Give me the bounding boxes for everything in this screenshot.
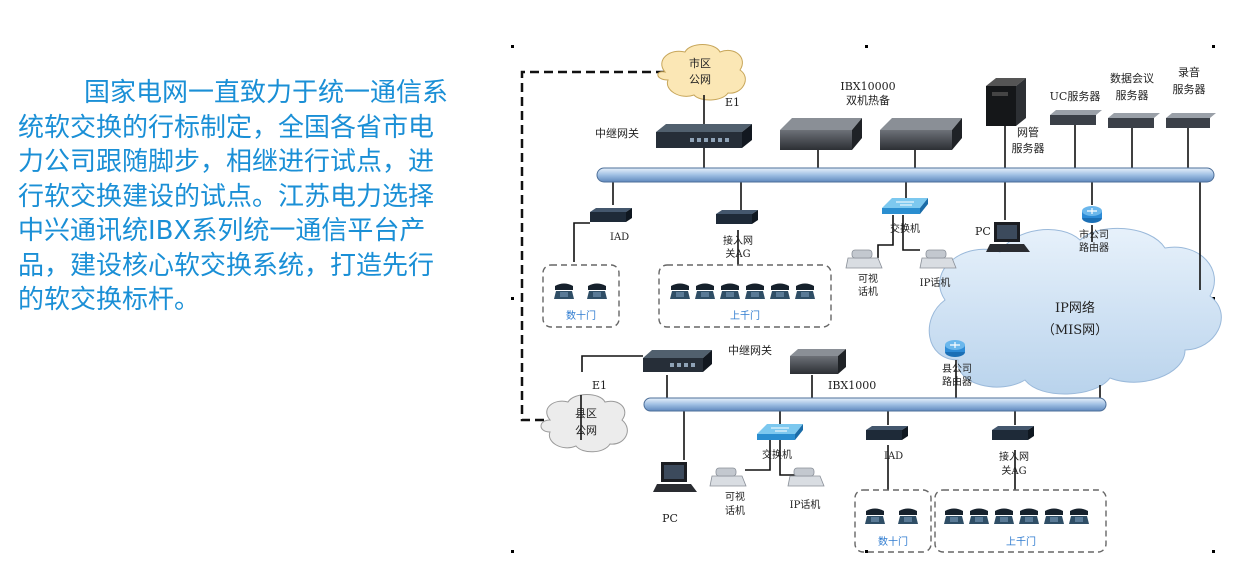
conf-server-label-1: 数据会议 (1110, 71, 1154, 85)
nm-server: 网管 服务器 (986, 78, 1045, 155)
ibx10000-label: IBX10000 (840, 80, 895, 93)
access-gateway-top: 接入网 关AG (716, 210, 758, 260)
pc-top: PC (975, 222, 1030, 252)
video-phone-top: 可视 话机 (845, 249, 883, 298)
ibx1000-label: IBX1000 (828, 379, 876, 392)
phone-group-tens-top: 数十门 (542, 264, 620, 328)
pc-top-label: PC (975, 225, 991, 238)
ip-network-label: IP网络 (1055, 300, 1095, 316)
group-thousand-top-label: 上千门 (730, 309, 760, 322)
ag-bottom-label-1: 接入网 (999, 450, 1029, 463)
phone-group-thousand-top: 上千门 (658, 264, 832, 328)
uc-server-label: UC服务器 (1050, 90, 1101, 103)
mis-network-label: （MIS网） (1042, 323, 1108, 338)
county-net-label-2: 公网 (575, 424, 597, 437)
pc-bottom-label: PC (662, 512, 678, 525)
video-phone-top-label-1: 可视 (858, 272, 878, 285)
iad-bottom-label: IAD (884, 451, 903, 462)
conf-server-label-2: 服务器 (1116, 89, 1149, 102)
ip-phone-bottom: IP话机 (787, 467, 825, 511)
iad-top-label: IAD (610, 232, 629, 243)
uc-server: UC服务器 (1050, 90, 1102, 125)
rec-server-label-2: 服务器 (1173, 83, 1206, 96)
switch-bottom-label: 交换机 (762, 448, 792, 461)
ibx10000-hotstandby-label: 双机热备 (846, 93, 890, 107)
nm-server-label-1: 网管 (1017, 125, 1039, 139)
ag-bottom-label-2: 关AG (1001, 464, 1026, 477)
group-tens-bottom-label: 数十门 (878, 535, 908, 548)
ag-top-label-1: 接入网 (723, 234, 753, 247)
county-company-router: 县公司 路由器 (942, 339, 972, 388)
conference-server: 数据会议 服务器 (1108, 71, 1160, 128)
county-public-net-cloud: 县区 公网 (540, 394, 628, 453)
ip-network-cloud: IP网络 （MIS网） (928, 227, 1222, 395)
city-net-label-2: 公网 (689, 73, 711, 86)
access-gateway-bottom: 接入网 关AG (992, 426, 1034, 477)
ibx1000-server: IBX1000 (790, 349, 876, 392)
video-phone-bottom-label-1: 可视 (725, 490, 745, 503)
video-phone-bottom-label-2: 话机 (725, 504, 745, 517)
e1-top-label: E1 (725, 96, 740, 109)
ip-phone-bottom-label: IP话机 (790, 498, 821, 511)
county-router-label-1: 县公司 (942, 363, 972, 375)
city-router-label-2: 路由器 (1079, 241, 1109, 254)
nm-server-label-2: 服务器 (1012, 142, 1045, 155)
city-net-label-1: 市区 (689, 56, 711, 70)
iad-bottom: IAD (866, 426, 908, 462)
ip-phone-top: IP话机 (919, 249, 957, 289)
ag-top-label-2: 关AG (725, 247, 750, 260)
city-public-net-cloud: 市区 公网 (657, 44, 746, 101)
group-thousand-bottom-label: 上千门 (1006, 535, 1036, 548)
top-trunk-gateway: E1 中继网关 (595, 96, 752, 148)
ip-phone-top-label: IP话机 (920, 276, 951, 289)
trunk-gateway-bottom-label: 中继网关 (728, 343, 772, 357)
iad-top: IAD (590, 208, 632, 243)
county-net-label-1: 县区 (575, 407, 597, 420)
video-phone-top-label-2: 话机 (858, 285, 878, 298)
pc-bottom: PC (653, 462, 697, 525)
video-phone-bottom: 可视 话机 (709, 467, 747, 517)
phone-group-tens-bottom: 数十门 (854, 489, 932, 553)
city-company-router: 市公司 路由器 (1079, 205, 1109, 254)
switch-bottom: 交换机 (756, 423, 804, 461)
phone-group-thousand-bottom: 上千门 (934, 489, 1107, 553)
county-router-label-2: 路由器 (942, 375, 972, 388)
bottom-backbone-bus (643, 397, 1107, 412)
trunk-gateway-top-label: 中继网关 (595, 126, 639, 140)
bottom-trunk-gateway: 中继网关 E1 (592, 343, 772, 392)
connection-lines (573, 95, 1201, 490)
switch-top: 交换机 (881, 197, 929, 235)
e1-bottom-label: E1 (592, 379, 607, 392)
rec-server-label-1: 录音 (1178, 65, 1200, 79)
e1-dashed-link (520, 70, 665, 422)
recording-server: 录音 服务器 (1166, 65, 1216, 128)
ibx10000-servers: IBX10000 双机热备 (780, 80, 962, 150)
group-tens-top-label: 数十门 (566, 309, 596, 322)
top-backbone-bus (596, 167, 1215, 183)
description-text: 国家电网一直致力于统一通信系统软交换的行标制定，全国各省市电力公司跟随脚步，相继… (18, 78, 449, 315)
city-router-label-1: 市公司 (1079, 228, 1109, 241)
description-paragraph: 国家电网一直致力于统一通信系统软交换的行标制定，全国各省市电力公司跟随脚步，相继… (18, 76, 458, 318)
switch-top-label: 交换机 (890, 222, 920, 235)
